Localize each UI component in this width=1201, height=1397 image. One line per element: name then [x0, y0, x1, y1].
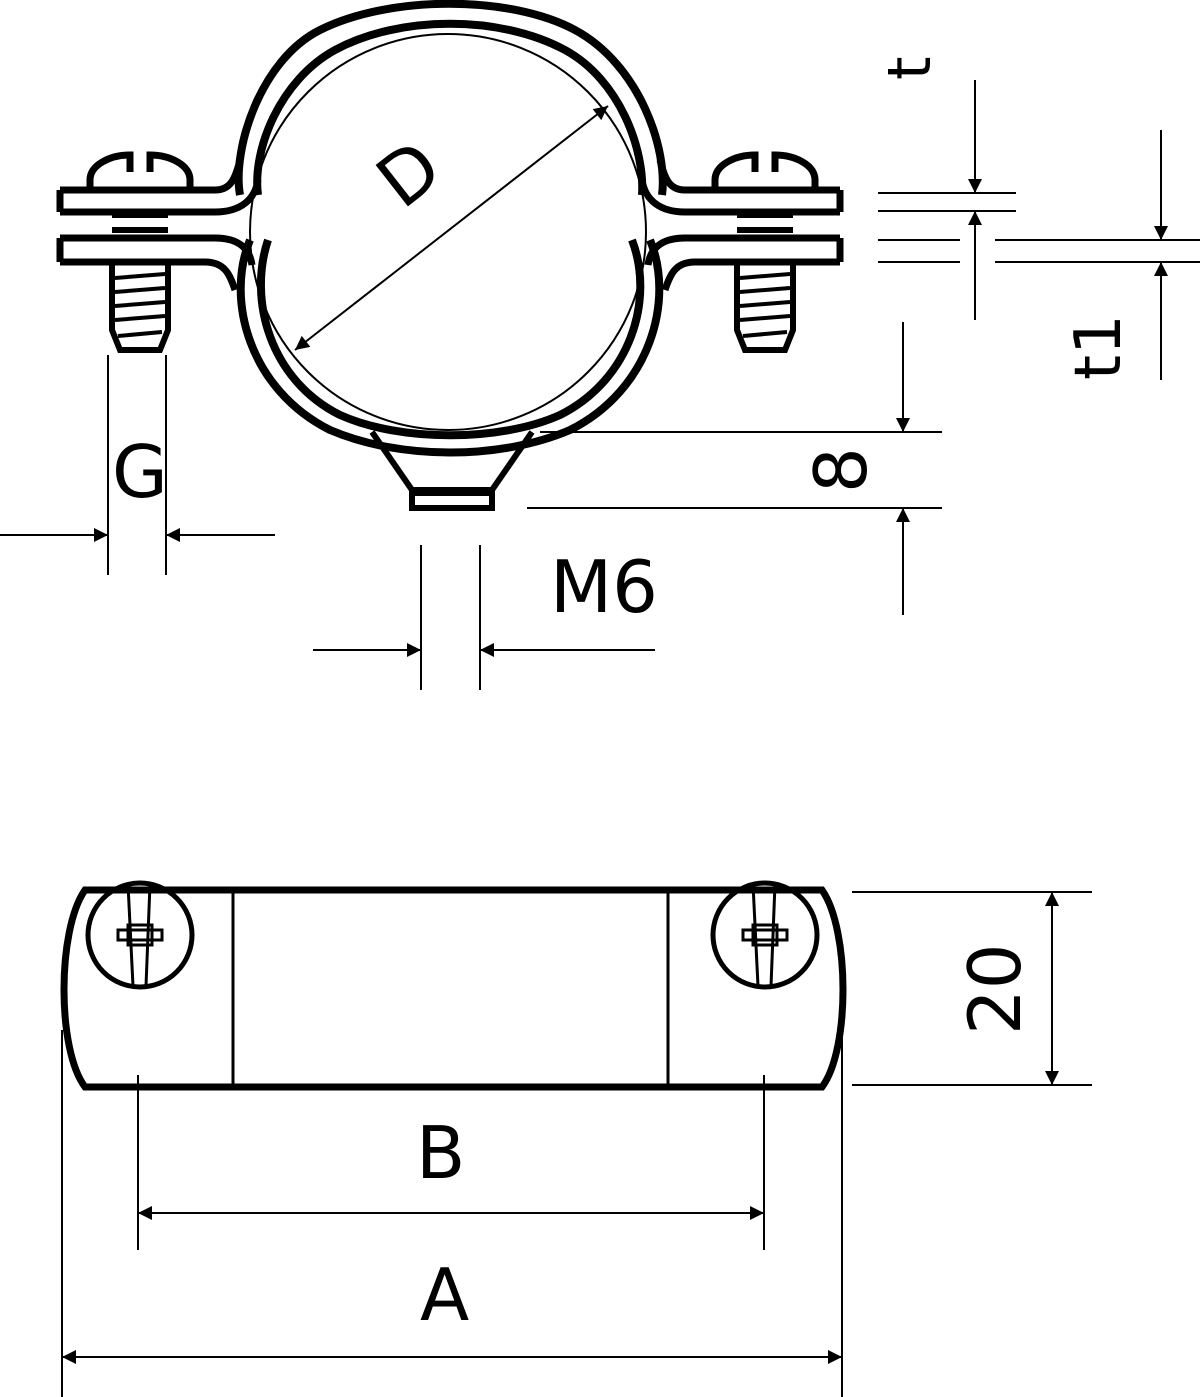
right-screw	[711, 151, 819, 353]
right-flange	[638, 159, 844, 292]
height-8-dimension	[527, 322, 942, 615]
label-thickness-t1: t1	[1062, 314, 1136, 380]
left-screw	[86, 151, 194, 353]
label-thickness: t	[875, 56, 945, 80]
left-flange	[56, 159, 262, 292]
overall-length-dimension	[61, 1030, 843, 1397]
thread-dimension	[313, 545, 655, 690]
left-screw-head	[85, 880, 195, 990]
label-width-20: 20	[953, 943, 1037, 1035]
front-view: D t t1 G 8	[0, 0, 1200, 690]
label-hole-spacing: B	[416, 1111, 465, 1195]
clamp-ring	[234, 0, 667, 457]
thickness-dimensions	[878, 80, 1200, 380]
label-diameter: D	[361, 124, 456, 224]
diameter-dimension-line	[294, 105, 609, 351]
label-gap: G	[112, 430, 168, 514]
label-height-8: 8	[799, 447, 883, 493]
hole-spacing-dimension	[137, 1075, 765, 1250]
label-overall-length: A	[420, 1253, 469, 1337]
width-20-dimension	[852, 891, 1092, 1086]
gap-dimension	[0, 355, 275, 575]
pipe-outline	[249, 33, 647, 431]
threaded-boss	[369, 430, 535, 511]
right-screw-head	[710, 880, 820, 990]
label-thread: M6	[550, 545, 658, 629]
clamp-strap-outline	[60, 886, 847, 1091]
top-view: 20 B A	[60, 880, 1092, 1397]
